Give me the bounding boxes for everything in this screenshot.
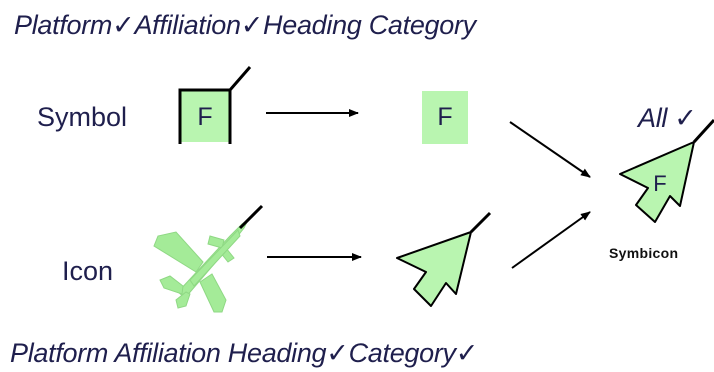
framed-symbol-heading-line	[228, 66, 252, 91]
symbicon-icon: F	[619, 118, 714, 223]
framed-symbol: F	[178, 66, 252, 144]
jet-icon-heading-line	[238, 204, 264, 230]
icon-row-label: Icon	[62, 256, 114, 286]
top-caption: Platform✓Affiliation✓Heading Category	[14, 10, 476, 40]
arrow-arrowhead-to-symbicon	[511, 211, 591, 269]
symbicon-heading-line	[692, 118, 714, 144]
framed-symbol-fill	[180, 90, 230, 142]
plain-symbol-fill	[422, 91, 468, 144]
arrowhead-icon-heading-line	[469, 211, 492, 234]
symbicon-label: Symbicon	[609, 245, 679, 261]
symbicon-letter: F	[653, 171, 666, 196]
plain-symbol-letter: F	[437, 103, 452, 131]
plain-symbol: F	[422, 91, 468, 144]
jet-icon	[153, 218, 250, 313]
framed-symbol-letter: F	[197, 103, 212, 131]
arrow-plain-to-symbicon	[509, 121, 591, 178]
symbol-row-label: Symbol	[37, 102, 128, 132]
bottom-caption: Platform Affiliation Heading✓Category✓	[10, 338, 479, 368]
arrowhead-icon	[396, 211, 492, 307]
all-label: All ✓	[638, 103, 697, 133]
framed-symbol-frame	[178, 88, 232, 144]
